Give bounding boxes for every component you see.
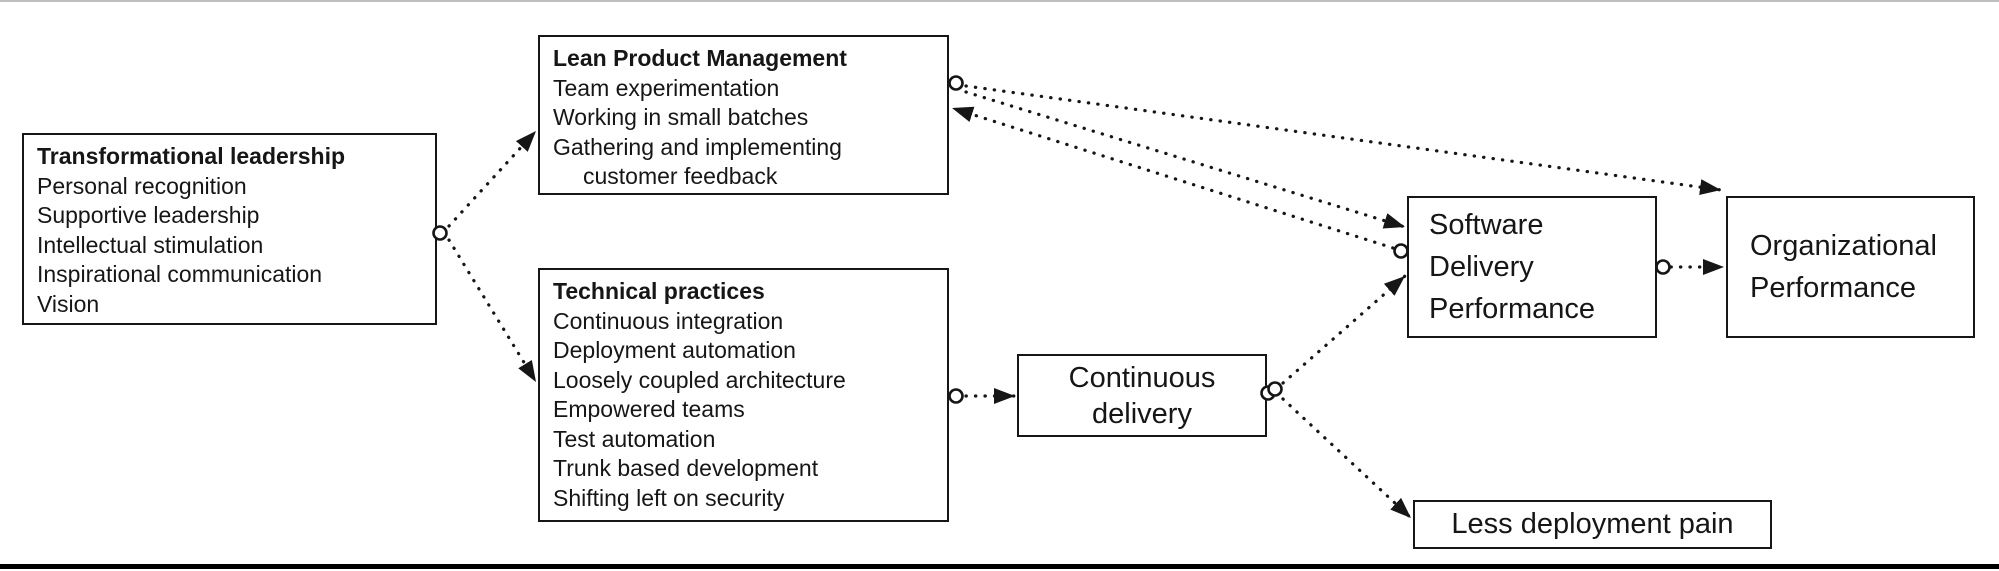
- bottom-rule: [0, 564, 1999, 569]
- node-item: Working in small batches: [553, 104, 809, 130]
- node-item: Loosely coupled architecture: [553, 366, 846, 393]
- node-less-deployment-pain: Less deployment pain: [1413, 500, 1772, 549]
- node-item: Inspirational communication: [37, 261, 323, 287]
- node-item: Deployment automation: [553, 337, 796, 363]
- edge-origin-circle: [948, 388, 964, 404]
- edge-origin-circle: [1267, 381, 1283, 397]
- node-item: Empowered teams: [553, 396, 745, 422]
- node-item: Supportive leadership: [37, 202, 260, 228]
- node-item: Vision: [37, 290, 100, 317]
- node-transformational-leadership: Transformational leadership Personal rec…: [22, 133, 437, 325]
- node-label: Continuous delivery: [1068, 361, 1216, 430]
- edge-transformational-leadership-to-technical-practices: [447, 238, 538, 384]
- node-label: Organizational Performance: [1750, 230, 1937, 304]
- node-item: Shifting left on security: [553, 484, 785, 511]
- node-title: Transformational leadership: [37, 143, 346, 169]
- node-title: Technical practices: [553, 278, 765, 304]
- edge-transformational-leadership-to-lean-product-management: [447, 129, 538, 228]
- edge-origin-circle: [1655, 259, 1671, 275]
- node-label: Less deployment pain: [1451, 508, 1734, 540]
- node-software-delivery-performance: Software Delivery Performance: [1407, 196, 1657, 338]
- edge-lean-product-management-to-organizational-performance: [964, 84, 1723, 196]
- node-item: Continuous integration: [553, 307, 784, 334]
- edge-continuous-delivery-to-less-deployment-pain: [1281, 397, 1413, 520]
- node-organizational-performance: Organizational Performance: [1726, 196, 1975, 338]
- node-technical-practices: Technical practices Continuous integrati…: [538, 268, 949, 522]
- edge-continuous-delivery-to-software-delivery-performance: [1281, 274, 1407, 385]
- node-item: Test automation: [553, 425, 716, 452]
- node-item: Team experimentation: [553, 74, 780, 101]
- node-continuous-delivery: Continuous delivery: [1017, 354, 1267, 437]
- node-lean-product-management: Lean Product Management Team experimenta…: [538, 35, 949, 195]
- node-item: Intellectual stimulation: [37, 231, 264, 258]
- node-label: Software Delivery Performance: [1429, 209, 1596, 325]
- edge-software-delivery-performance-to-lean-product-management: [950, 106, 1395, 250]
- node-title: Lean Product Management: [553, 45, 847, 71]
- edge-origin-circle: [1393, 243, 1409, 259]
- node-item: Personal recognition: [37, 172, 247, 199]
- node-item: Trunk based development: [553, 455, 819, 481]
- edge-lean-product-management-to-software-delivery-performance: [964, 90, 1407, 229]
- node-item: Gathering and implementing customer feed…: [553, 133, 842, 190]
- edge-origin-circle: [948, 75, 964, 91]
- top-border-line: [0, 0, 1999, 2]
